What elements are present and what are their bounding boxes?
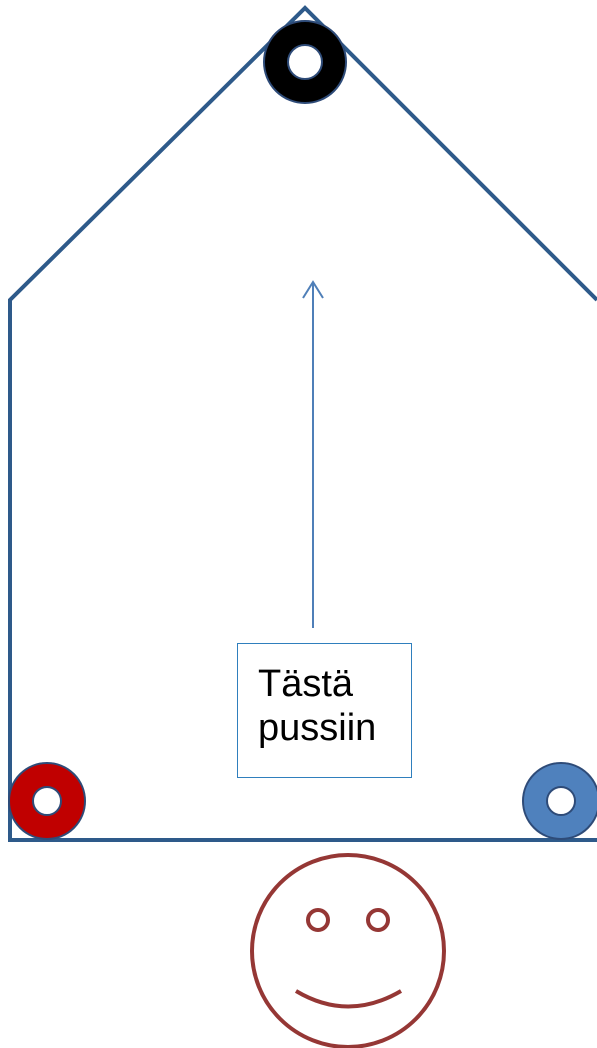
smiley-face-icon	[250, 853, 446, 1048]
left-hole-icon	[8, 762, 86, 840]
smiley-left-eye	[306, 908, 330, 932]
instruction-label-box: Tästä pussiin	[237, 643, 412, 778]
right-hole-icon	[522, 762, 597, 840]
arrow-up-icon	[302, 280, 324, 628]
top-hole-icon	[263, 20, 347, 104]
smiley-mouth	[294, 989, 403, 1009]
smiley-right-eye	[366, 908, 390, 932]
label-line-2: pussiin	[258, 707, 377, 749]
label-line-1: Tästä	[258, 663, 354, 705]
bag-outline	[8, 5, 597, 842]
